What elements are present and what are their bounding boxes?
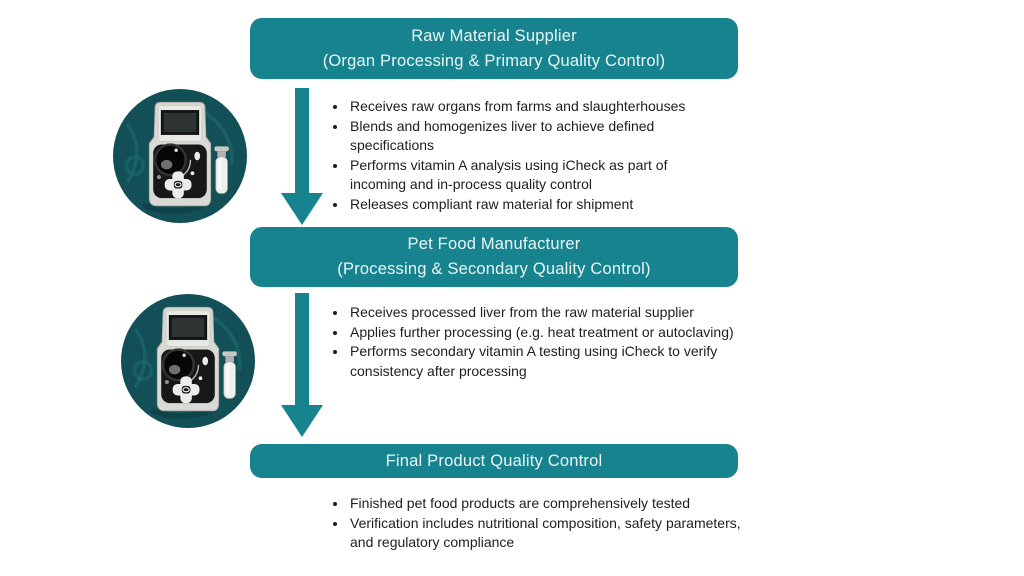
stage-2-bullet-list: Receives processed liver from the raw ma… <box>329 303 735 381</box>
bullet-item: Performs secondary vitamin A testing usi… <box>348 342 735 381</box>
icheck-device-illustration <box>113 89 247 223</box>
icheck-device-illustration <box>121 294 255 428</box>
bullet-item: Blends and homogenizes liver to achieve … <box>348 117 721 156</box>
stage-1-bullet-list: Receives raw organs from farms and slaug… <box>329 97 721 214</box>
stage-3-title: Final Product Quality Control <box>385 451 603 470</box>
stage-box-pet-food-manufacturer: Pet Food Manufacturer (Processing & Seco… <box>250 227 738 287</box>
bullet-item: Performs vitamin A analysis using iCheck… <box>348 156 721 195</box>
down-arrow-2 <box>281 293 323 437</box>
bullet-item: Releases compliant raw material for ship… <box>348 195 721 215</box>
stage-1-subtitle: (Organ Processing & Primary Quality Cont… <box>322 51 666 70</box>
bullet-item: Receives processed liver from the raw ma… <box>348 303 735 323</box>
stage-3-bullet-list: Finished pet food products are comprehen… <box>329 494 741 553</box>
bullet-item: Applies further processing (e.g. heat tr… <box>348 323 735 343</box>
bullet-item: Finished pet food products are comprehen… <box>348 494 741 514</box>
stage-box-final-product-quality-control: Final Product Quality Control <box>250 444 738 478</box>
stage-1-title: Raw Material Supplier <box>411 26 577 45</box>
icheck-device-photo-1 <box>113 89 247 223</box>
icheck-device-photo-2 <box>121 294 255 428</box>
stage-2-subtitle: (Processing & Secondary Quality Control) <box>337 260 651 278</box>
stage-2-title: Pet Food Manufacturer <box>407 235 581 253</box>
bullet-item: Receives raw organs from farms and slaug… <box>348 97 721 117</box>
stage-box-raw-material-supplier: Raw Material Supplier (Organ Processing … <box>250 18 738 79</box>
bullet-item: Verification includes nutritional compos… <box>348 514 741 553</box>
down-arrow-1 <box>281 88 323 225</box>
